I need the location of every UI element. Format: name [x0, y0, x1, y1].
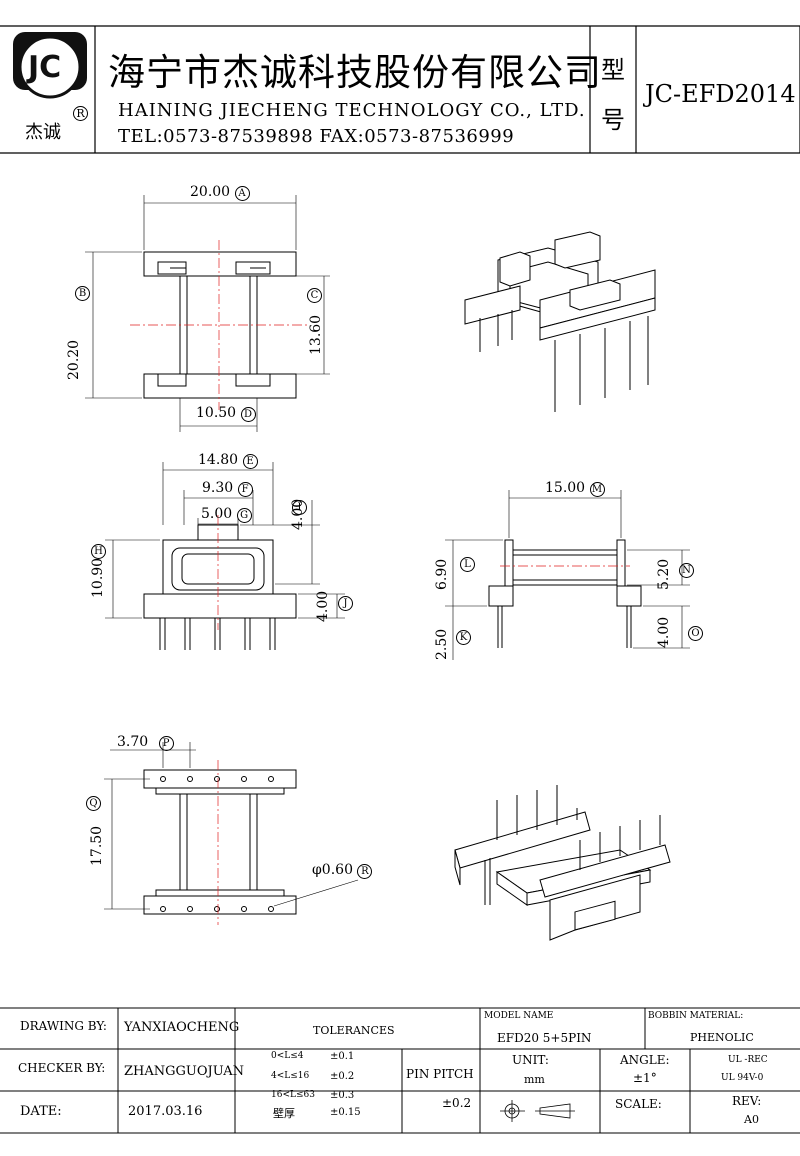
dim-e: 14.80 E: [198, 452, 258, 469]
dim-h-letter: H: [91, 544, 106, 559]
dim-j-letter: J: [338, 596, 353, 611]
pin-pitch-label: PIN PITCH: [406, 1067, 474, 1081]
top-view: [85, 195, 330, 432]
rev-label: REV:: [732, 1094, 762, 1108]
dim-b: 20.20: [66, 339, 82, 380]
unit-label: UNIT:: [512, 1053, 549, 1067]
dim-h: 10.90: [90, 557, 106, 598]
angle-value: ±1°: [633, 1071, 657, 1085]
dim-l-letter: L: [460, 557, 475, 572]
drawing-by-label: DRAWING BY:: [20, 1019, 107, 1033]
company-name-en: HAINING JIECHENG TECHNOLOGY CO., LTD.: [118, 100, 586, 121]
dim-j: 4.00: [315, 590, 331, 622]
projection-symbol: [500, 1100, 575, 1122]
tolerances-label: TOLERANCES: [313, 1024, 395, 1037]
rev-value: A0: [744, 1113, 759, 1126]
dim-q: 17.50: [89, 825, 105, 866]
bobbin-material-label: BOBBIN MATERIAL:: [648, 1011, 744, 1021]
dim-f: 9.30 F: [202, 480, 253, 497]
model-name-label: MODEL NAME: [484, 1011, 554, 1021]
unit-value: mm: [524, 1073, 545, 1086]
dim-k-letter: K: [456, 630, 471, 645]
tol-row-3-range: 16<L≤63: [271, 1090, 315, 1100]
drawing-by-value: YANXIAOCHENG: [124, 1020, 240, 1035]
ul-rec: UL -REC: [728, 1055, 768, 1065]
date-label: DATE:: [20, 1104, 62, 1119]
checker-by-value: ZHANGGUOJUAN: [124, 1064, 245, 1079]
checker-by-label: CHECKER BY:: [18, 1061, 106, 1075]
iso-view-bottom: [454, 785, 671, 941]
dim-b-letter: B: [75, 286, 90, 301]
scale-label: SCALE:: [615, 1097, 662, 1111]
dim-p-letter: P: [158, 736, 174, 751]
side-view: [445, 490, 690, 660]
tol-row-4-range: 壁厚: [273, 1107, 295, 1120]
tol-row-1-value: ±0.1: [330, 1051, 355, 1062]
dim-i-letter: I: [292, 500, 307, 515]
model-name-value: EFD20 5+5PIN: [497, 1031, 592, 1045]
dim-o-letter: O: [688, 626, 703, 641]
dim-d: 10.50 D: [196, 405, 256, 422]
model-number: JC-EFD2014: [645, 80, 796, 108]
date-value: 2017.03.16: [128, 1104, 203, 1119]
logo-letters: JC: [28, 50, 62, 85]
dim-q-letter: Q: [86, 796, 101, 811]
dim-n-letter: N: [679, 563, 694, 578]
dim-c: 13.60: [308, 314, 324, 355]
dim-f-letter: F: [237, 482, 253, 497]
dim-r-letter: R: [357, 864, 373, 879]
bobbin-material-value: PHENOLIC: [690, 1031, 754, 1044]
dim-a: 20.00 A: [190, 184, 250, 201]
company-name-cn: 海宁市杰诚科技股份有限公司: [108, 51, 602, 94]
model-label-bottom: 号: [601, 106, 625, 134]
tol-row-2-range: 4<L≤16: [271, 1071, 310, 1081]
dim-m-letter: M: [589, 482, 605, 497]
dim-p: 3.70 P: [117, 734, 174, 751]
logo-circle: [18, 35, 82, 99]
tol-row-4-value: ±0.15: [330, 1107, 361, 1118]
dim-l: 6.90: [434, 558, 450, 590]
model-label-top: 型: [601, 56, 625, 84]
dim-e-letter: E: [242, 454, 258, 469]
iso-view-top: [464, 231, 656, 412]
pin-pitch-value: ±0.2: [442, 1096, 472, 1110]
ul-grade: UL 94V-0: [721, 1073, 764, 1083]
dim-g: 5.00 G: [201, 506, 252, 523]
tol-row-3-value: ±0.3: [330, 1090, 355, 1101]
dim-k: 2.50: [434, 628, 450, 660]
dim-a-letter: A: [234, 186, 250, 201]
dim-c-letter: C: [307, 288, 322, 303]
dim-o: 4.00: [656, 616, 672, 648]
company-contact: TEL:0573-87539898 FAX:0573-87536999: [118, 126, 515, 147]
tol-row-2-value: ±0.2: [330, 1071, 355, 1082]
dim-n: 5.20: [656, 558, 672, 590]
dim-g-letter: G: [236, 508, 252, 523]
dim-r: φ0.60 R: [312, 862, 373, 879]
angle-label: ANGLE:: [620, 1053, 670, 1067]
dim-m: 15.00 M: [545, 480, 605, 497]
logo-name: 杰诚: [25, 122, 61, 143]
bottom-view: [104, 742, 359, 915]
top-view-centerlines: [130, 240, 310, 410]
dim-d-letter: D: [240, 407, 256, 422]
logo-registered-mark: R: [73, 106, 88, 121]
tol-row-1-range: 0<L≤4: [271, 1051, 304, 1061]
